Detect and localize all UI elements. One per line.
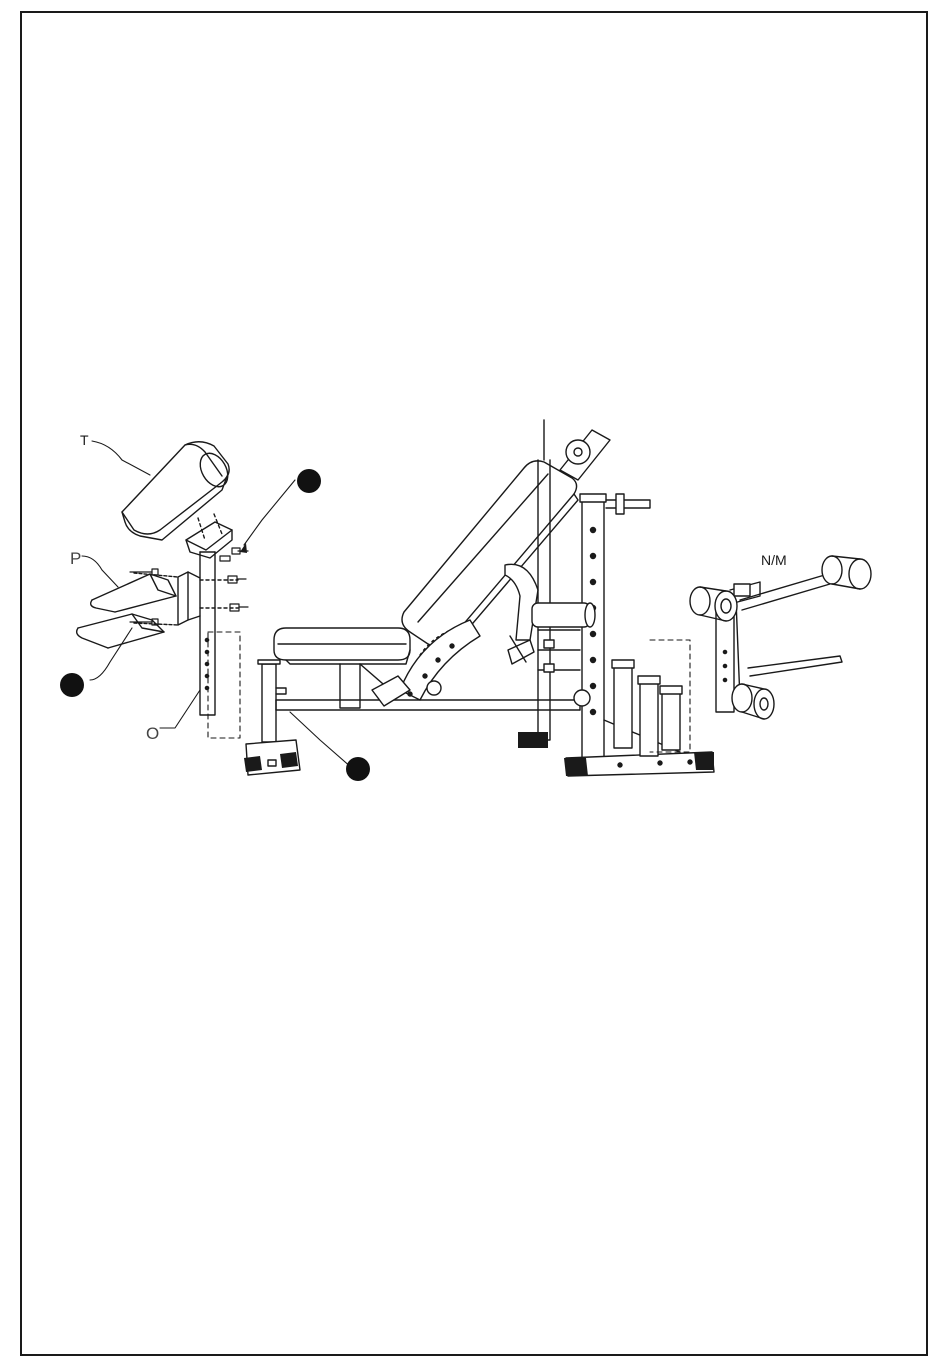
front-post-guide <box>208 632 240 738</box>
leg-roller-upper <box>532 603 595 627</box>
part-label-t: T <box>80 433 89 447</box>
part-label-nm: N/M <box>761 553 787 567</box>
arm-handle-lower <box>77 614 164 648</box>
front-leg <box>244 660 300 775</box>
part-label-o: O <box>146 725 159 742</box>
arrowhead-upper <box>240 543 247 553</box>
weight-plate-posts <box>612 660 682 756</box>
seat-pad <box>274 628 410 664</box>
callout-marker-top <box>297 469 321 493</box>
arm-handle-upper <box>91 574 176 612</box>
callout-marker-left <box>60 673 84 697</box>
main-frame-rail <box>276 700 580 710</box>
part-label-p: P <box>70 550 81 567</box>
upright-bracket <box>134 572 238 625</box>
callout-marker-bottom <box>346 757 370 781</box>
